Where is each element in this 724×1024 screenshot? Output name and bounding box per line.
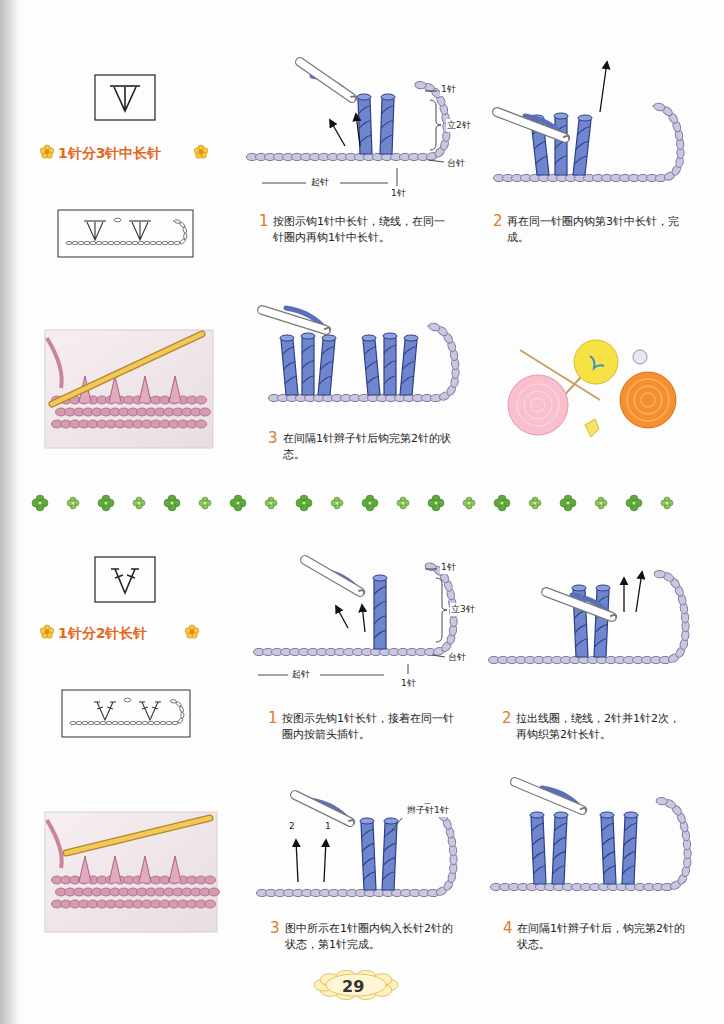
section-heading: 1针分2针长针 xyxy=(57,623,148,643)
stitch-label: 台针 xyxy=(447,651,467,664)
stitch-label: 台针 xyxy=(446,157,466,170)
stitch-label: 起针 xyxy=(291,668,311,681)
step-number: 1 xyxy=(267,708,279,730)
stitch-label: 立3针 xyxy=(450,603,476,616)
step-caption: 在间隔1针辫子针后，钩完第2针的状态。 xyxy=(517,921,689,953)
step-number: 3 xyxy=(269,918,281,940)
arrow-number: 1 xyxy=(324,820,332,833)
page-number: 29 xyxy=(341,975,365,998)
stitch-label: 1针 xyxy=(400,677,417,690)
step-caption: 按图示钩1针中长针，绕线，在同一针圈内再钩1针中长针。 xyxy=(273,214,445,246)
stitch-label: 1针 xyxy=(440,83,457,96)
step-number: 2 xyxy=(501,708,513,730)
stitch-label: 立2针 xyxy=(446,119,472,132)
arrow-number: 2 xyxy=(288,820,296,833)
step-number: 4 xyxy=(502,918,514,940)
step-number: 1 xyxy=(258,211,270,233)
step-caption: 图中所示在1针圈内钩入长针2针的状态，第1针完成。 xyxy=(285,921,457,953)
step-caption: 按图示先钩1针长针，接着在同一针圈内按箭头插针。 xyxy=(282,711,454,743)
stitch-label: 起针 xyxy=(310,176,330,189)
step-caption: 拉出线圈，绕线，2针并1针2次，再钩织第2针长针。 xyxy=(516,711,688,743)
stitch-label: 1针 xyxy=(440,561,457,574)
stitch-label: 1针 xyxy=(390,187,407,200)
section-heading: 1针分3针中长针 xyxy=(57,143,162,163)
stitch-label: 辫子针1针 xyxy=(406,804,450,817)
step-caption: 在间隔1针辫子针后钩完第2针的状态。 xyxy=(283,431,455,463)
step-number: 3 xyxy=(267,428,279,450)
step-caption: 再在同一针圈内钩第3针中长针，完成。 xyxy=(507,214,679,246)
step-number: 2 xyxy=(492,211,504,233)
